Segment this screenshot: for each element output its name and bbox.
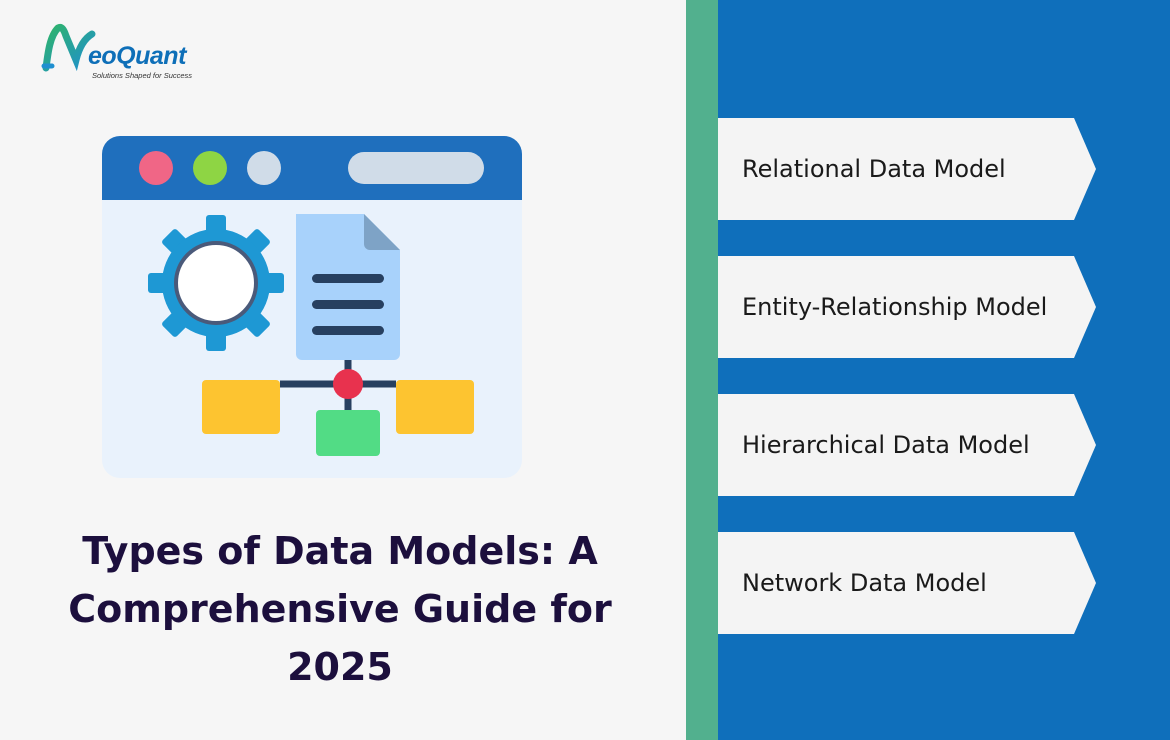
- green-divider-stripe: [686, 0, 718, 740]
- logo-wordmark: eoQuant: [88, 42, 186, 70]
- model-label: Relational Data Model: [742, 155, 1006, 183]
- model-label: Hierarchical Data Model: [742, 431, 1030, 459]
- model-label: Entity-Relationship Model: [742, 293, 1048, 321]
- document-icon: [296, 214, 400, 360]
- logo-tagline: Solutions Shaped for Success: [92, 71, 193, 80]
- model-item-network: Network Data Model: [718, 532, 1096, 634]
- hierarchy-diagram-icon: [202, 360, 474, 456]
- neoquant-logo: eoQuant Solutions Shaped for Success: [40, 22, 220, 84]
- gear-icon: [148, 215, 284, 351]
- logo-n-mark-icon: [41, 24, 96, 72]
- model-item-entity-relationship: Entity-Relationship Model: [718, 256, 1096, 358]
- model-label: Network Data Model: [742, 569, 987, 597]
- page-title: Types of Data Models: A Comprehensive Gu…: [68, 529, 612, 689]
- model-item-hierarchical: Hierarchical Data Model: [718, 394, 1096, 496]
- data-model-illustration: [102, 136, 522, 478]
- model-item-relational: Relational Data Model: [718, 118, 1096, 220]
